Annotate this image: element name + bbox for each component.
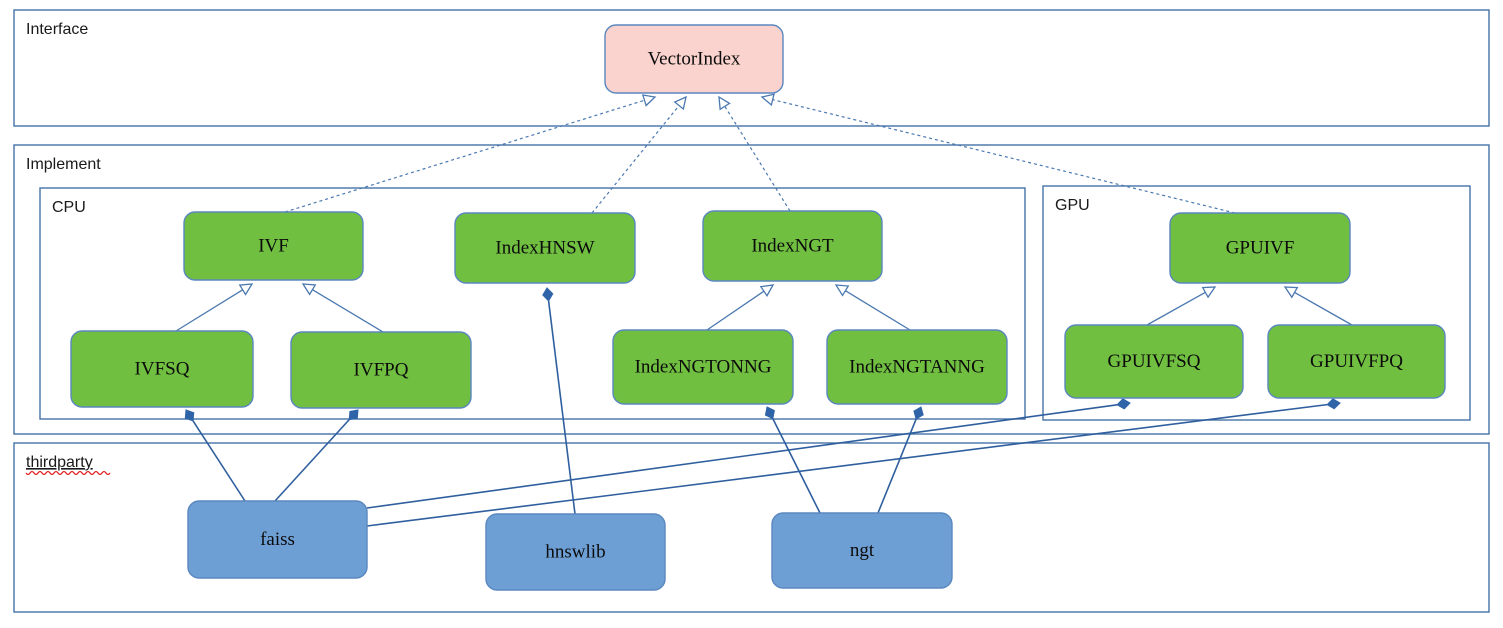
node-label-indexngt: IndexNGT [751,235,834,256]
group-label-cpu: CPU [52,199,86,216]
realization-arrowhead [718,95,731,111]
node-box-indexngt[interactable] [702,210,883,282]
node-label-hnswlib: hnswlib [545,541,605,562]
node-hnswlib[interactable]: hnswlib [485,513,666,591]
inheritance-line [845,290,911,331]
node-box-ivfsq[interactable] [70,330,254,408]
node-label-ivfsq: IVFSQ [135,358,190,379]
node-label-ivf: IVF [258,235,289,256]
node-ivfsq[interactable]: IVFSQ [70,330,254,408]
inheritance-line [175,289,243,332]
inheritance-arrowhead [238,283,254,296]
node-label-indexhnsw: IndexHNSW [495,237,594,258]
node-label-indexngtanng: IndexNGTANNG [849,356,985,377]
composition-line [366,403,1328,527]
edge-indexngtanng-to-indexngt [834,284,911,331]
composition-line [547,300,576,515]
node-box-gpuivfpq[interactable] [1267,324,1446,399]
node-label-ivfpq: IVFPQ [354,359,409,380]
node-box-gpuivf[interactable] [1169,212,1351,284]
edge-ivfsq-to-ivf [175,283,254,332]
edge-hnswlib-to-indexhnsw [542,287,576,515]
inheritance-line [1146,291,1206,326]
node-indexngt[interactable]: IndexNGT [702,210,883,282]
edge-indexhnsw-to-vectorindex [591,95,687,214]
node-indexngtonng[interactable]: IndexNGTONNG [612,329,794,405]
node-indexhnsw[interactable]: IndexHNSW [454,212,636,284]
edge-faiss-to-ivfpq [274,409,359,502]
realization-line [284,99,645,213]
inheritance-line [706,290,765,331]
node-gpuivfsq[interactable]: GPUIVFSQ [1064,324,1244,399]
edge-faiss-to-gpuivfsq [366,398,1131,509]
node-box-indexngtonng[interactable] [612,329,794,405]
node-label-indexngtonng: IndexNGTONNG [635,356,772,377]
realization-arrowhead [760,93,775,107]
edges [175,93,1353,527]
inheritance-line [312,289,384,333]
node-box-indexngtanng[interactable] [826,329,1008,405]
node-ngt[interactable]: ngt [771,512,953,589]
edge-ivfpq-to-ivf [301,283,384,333]
group-label-thirdparty: thirdparty [26,454,93,471]
node-vectorindex[interactable]: VectorIndex [604,24,784,94]
node-label-ngt: ngt [850,540,875,561]
node-ivfpq[interactable]: IVFPQ [290,331,472,409]
composition-line [772,418,821,514]
node-label-vectorindex: VectorIndex [648,48,741,69]
composition-diamond [348,409,359,421]
inheritance-line [1294,291,1353,326]
realization-arrowhead [673,95,687,111]
node-box-ngt[interactable] [771,512,953,589]
edge-gpuivfsq-to-gpuivf [1146,286,1217,326]
node-label-faiss: faiss [260,529,295,550]
edge-ivf-to-vectorindex [284,94,657,213]
node-box-gpuivfsq[interactable] [1064,324,1244,399]
edge-gpuivf-to-vectorindex [760,93,1236,214]
edge-faiss-to-gpuivfpq [366,398,1341,527]
node-gpuivfpq[interactable]: GPUIVFPQ [1267,324,1446,399]
node-label-gpuivf: GPUIVF [1226,237,1295,258]
node-box-faiss[interactable] [187,500,368,579]
edge-indexngt-to-vectorindex [718,95,791,212]
node-box-hnswlib[interactable] [485,513,666,591]
inheritance-arrowhead [1201,286,1217,299]
group-label-implement: Implement [26,156,101,173]
realization-arrowhead [641,94,657,107]
edge-ngt-to-indexngtanng [877,406,924,514]
node-indexngtanng[interactable]: IndexNGTANNG [826,329,1008,405]
composition-line [192,420,246,502]
realization-line [591,105,680,214]
node-label-gpuivfsq: GPUIVFSQ [1108,351,1201,372]
composition-line [366,403,1118,509]
composition-line [274,419,350,502]
node-ivf[interactable]: IVF [183,211,364,281]
node-box-indexhnsw[interactable] [454,212,636,284]
realization-line [724,106,791,212]
composition-line [877,418,917,514]
node-faiss[interactable]: faiss [187,500,368,579]
edge-ngt-to-indexngtonng [764,406,821,514]
spellcheck-underline [25,470,111,476]
edge-indexngtonng-to-indexngt [706,284,775,331]
edge-faiss-to-ivfsq [184,409,246,502]
node-box-ivfpq[interactable] [290,331,472,409]
group-label-gpu: GPU [1055,197,1090,214]
node-label-gpuivfpq: GPUIVFPQ [1310,351,1403,372]
edge-gpuivfpq-to-gpuivf [1283,286,1353,326]
node-box-ivf[interactable] [183,211,364,281]
node-gpuivf[interactable]: GPUIVF [1169,212,1351,284]
group-label-interface: Interface [26,21,88,38]
realization-line [772,99,1236,214]
node-box-vectorindex[interactable] [604,24,784,94]
